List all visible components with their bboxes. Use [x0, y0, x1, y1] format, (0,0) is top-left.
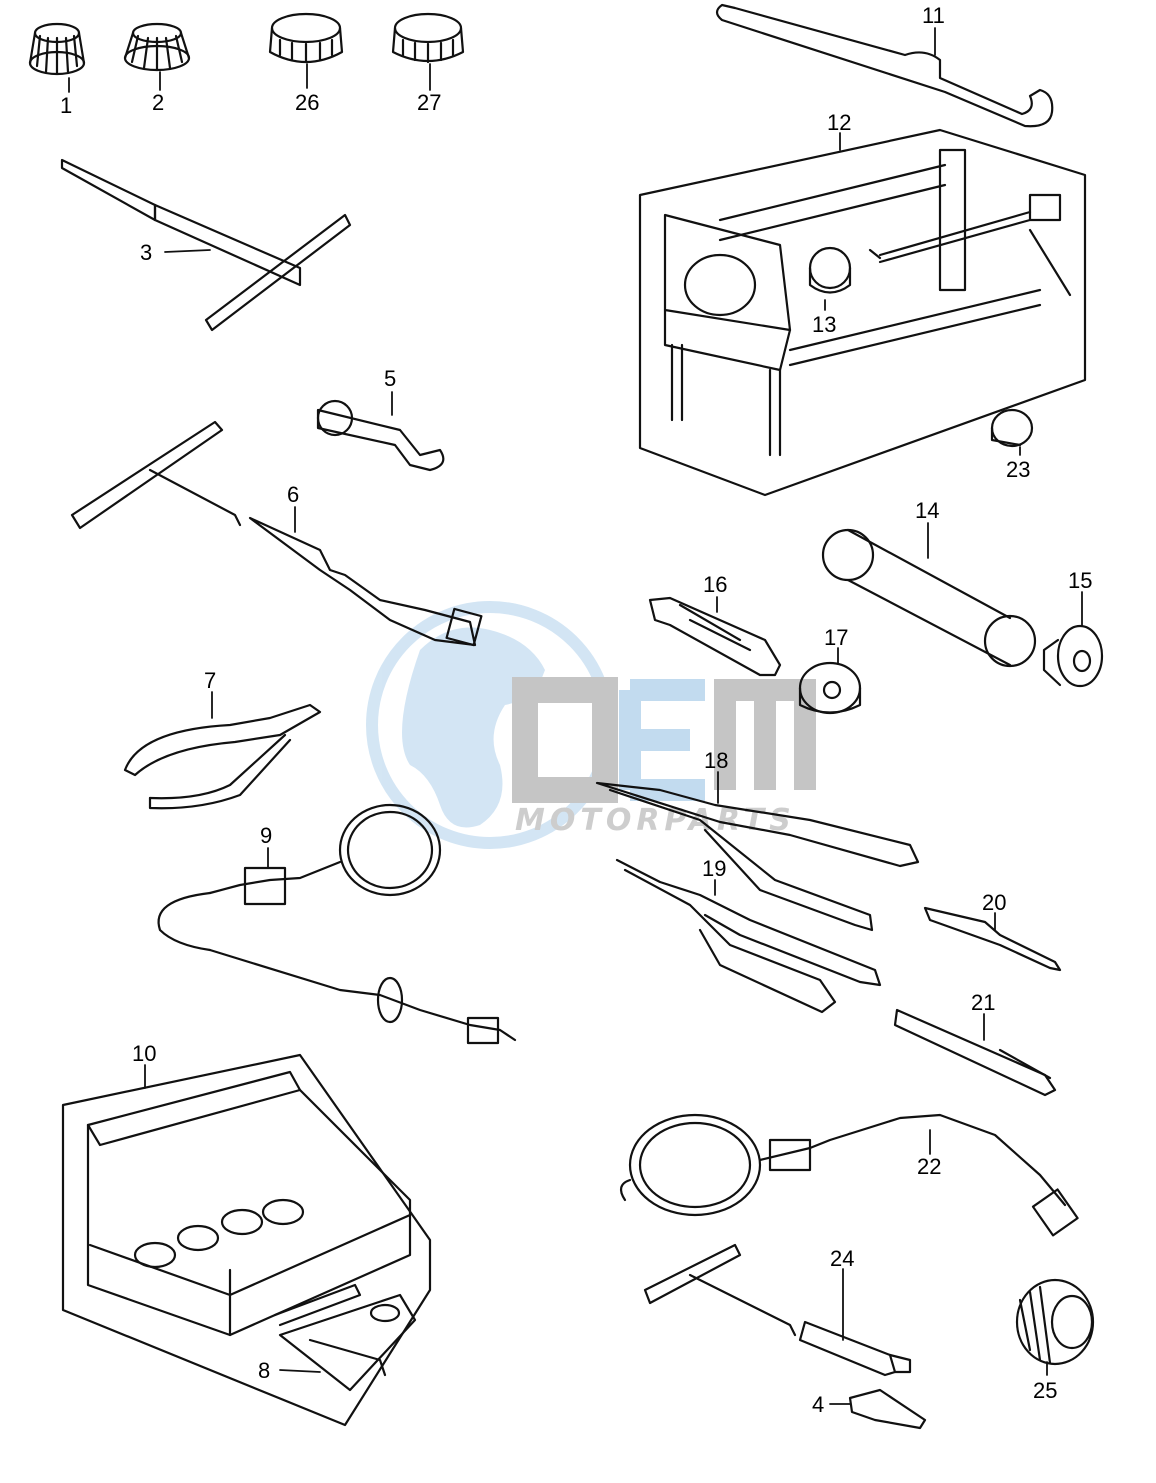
part-label-22: 22	[917, 1154, 941, 1179]
adapter-23-icon	[990, 408, 1034, 448]
part-label-6: 6	[287, 482, 299, 507]
bearing-2-icon	[123, 22, 191, 72]
pin-20-icon	[923, 906, 1062, 972]
circlip-pliers-18-icon	[595, 781, 920, 932]
tool-21-icon	[893, 1008, 1057, 1097]
watermark-brand-o-icon	[512, 677, 618, 803]
part-label-9: 9	[260, 823, 272, 848]
part-label-4: 4	[812, 1392, 824, 1417]
part-label-13: 13	[812, 312, 836, 337]
part-label-25: 25	[1033, 1378, 1057, 1403]
part-label-17: 17	[824, 625, 848, 650]
part-label-8: 8	[258, 1358, 270, 1383]
t-handle-3-icon	[60, 158, 352, 332]
adapter-13-icon	[808, 246, 852, 294]
part-label-5: 5	[384, 366, 396, 391]
pliers-7-icon	[123, 703, 322, 810]
circlip-pliers-19-icon	[615, 858, 882, 1014]
watermark-brand-e-icon	[619, 679, 705, 801]
part-label-7: 7	[204, 668, 216, 693]
t-handle-24-icon	[643, 1243, 912, 1377]
part-label-20: 20	[982, 890, 1006, 915]
part-label-12: 12	[827, 110, 851, 135]
part-label-19: 19	[702, 856, 726, 881]
watermark-subtitle: MOTORPARTS	[515, 803, 796, 838]
part-label-10: 10	[132, 1041, 156, 1066]
pressure-gauge-22-icon	[619, 1113, 1079, 1237]
compression-gauge-9-icon	[157, 803, 517, 1045]
adapter-set-8-icon	[278, 1293, 417, 1392]
sleeve-14-icon	[821, 528, 1037, 668]
cone-4-icon	[848, 1388, 927, 1430]
knurled-adapter-25-icon	[1015, 1278, 1095, 1366]
watermark: MOTORPARTS	[366, 601, 816, 849]
bearing-puller-12-icon	[638, 128, 1087, 497]
watermark-brand-m-icon	[714, 679, 816, 790]
watermark-continents-icon	[402, 627, 545, 828]
t-handle-socket-6-icon	[70, 420, 483, 647]
gauge-case-10-icon	[61, 1053, 432, 1427]
part-label-11: 11	[922, 3, 945, 28]
part-label-26: 26	[295, 90, 319, 115]
part-label-23: 23	[1006, 457, 1030, 482]
part-label-2: 2	[152, 90, 164, 115]
part-label-3: 3	[140, 240, 152, 265]
part-label-27: 27	[417, 90, 441, 115]
part-label-1: 1	[60, 93, 72, 118]
part-label-14: 14	[915, 498, 939, 523]
part-label-18: 18	[704, 748, 728, 773]
driver-16-icon	[648, 596, 782, 677]
adapter-17-icon	[798, 661, 862, 715]
bearing-1-icon	[28, 22, 86, 76]
spanner-5-icon	[316, 399, 445, 472]
part-label-15: 15	[1068, 568, 1092, 593]
callout-labels: 1 2 26 27 11 12 3 13 5 23 6 14 16 15 17 …	[60, 3, 1092, 1417]
part-label-24: 24	[830, 1246, 854, 1271]
adapter-15-icon	[1042, 624, 1104, 688]
part-label-16: 16	[703, 572, 727, 597]
cup-26-icon	[268, 12, 344, 64]
hook-wrench-11-icon	[715, 3, 1054, 128]
cup-27-icon	[391, 12, 465, 64]
part-label-21: 21	[971, 990, 995, 1015]
leader-lines	[68, 27, 1083, 1405]
